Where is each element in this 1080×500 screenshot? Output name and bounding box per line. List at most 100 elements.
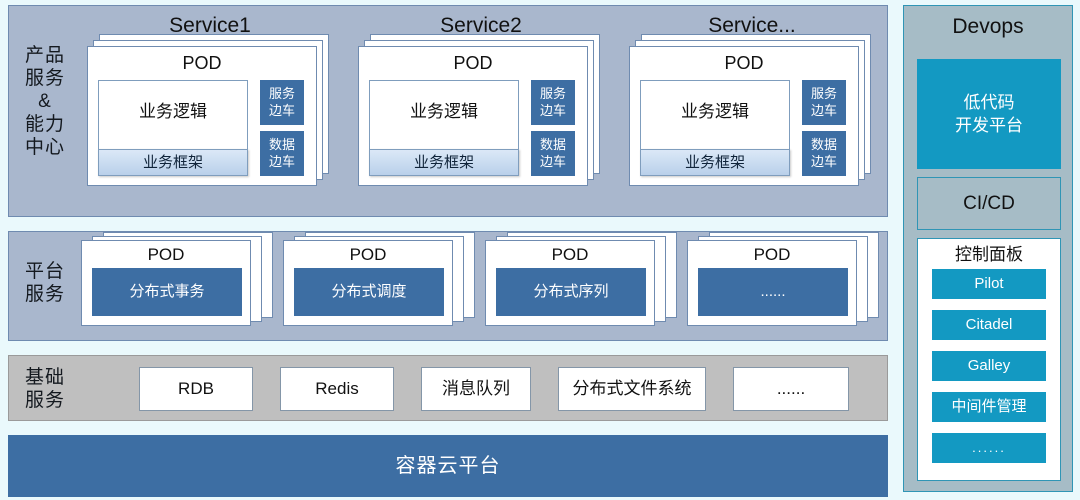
basic-service-dfs[interactable]: 分布式文件系统 (558, 367, 706, 411)
row-basic-services: 基础 服务 RDB Redis 消息队列 分布式文件系统 ...... (8, 355, 888, 421)
row-platform-services: 平台 服务 POD 分布式事务 POD 分布式 (8, 231, 888, 341)
sidecar-label-line: 服务 (810, 86, 837, 101)
platform-pods-container: POD 分布式事务 POD 分布式调度 POD (81, 232, 881, 334)
row-product-service-capability: 产品 服务 & 能力 中心 Service1 POD 业务 (8, 5, 888, 217)
sidecar-label-line: 数据 (539, 137, 566, 152)
business-logic-label: 业务逻辑 (410, 102, 478, 121)
pod-service-label: 分布式序列 (496, 268, 646, 316)
basic-services-container: RDB Redis 消息队列 分布式文件系统 ...... (81, 367, 881, 411)
control-item-middleware[interactable]: 中间件管理 (932, 392, 1046, 422)
sidecar-label-line: 边车 (810, 154, 837, 169)
control-panel-items: Pilot Citadel Galley 中间件管理 ...... (932, 269, 1046, 474)
pod-card-stack: POD 业务逻辑 业务框架 服务 边车 (629, 34, 871, 186)
low-code-label-line: 开发平台 (955, 116, 1023, 135)
sidecar-label-line: 边车 (539, 154, 566, 169)
row-label-products: 产品 服务 & 能力 中心 (17, 44, 73, 159)
control-item-more[interactable]: ...... (932, 433, 1046, 463)
pod-title: POD (453, 53, 493, 73)
sidecar-label-line: 边车 (539, 103, 566, 118)
low-code-platform-block[interactable]: 低代码 开发平台 (917, 59, 1061, 169)
row-label-line: 能力 (24, 114, 65, 135)
pod-card[interactable]: POD 分布式事务 (81, 240, 251, 326)
row-label-line: 服务 (24, 390, 65, 411)
row-label-line: & (38, 91, 52, 112)
service-title: Service... (708, 14, 796, 37)
pod-title: POD (753, 245, 791, 264)
row-label-line: 基础 (24, 367, 65, 388)
basic-service-more[interactable]: ...... (733, 367, 849, 411)
control-panel-title: 控制面板 (955, 245, 1023, 264)
pod-title: POD (551, 245, 589, 264)
basic-service-redis[interactable]: Redis (280, 367, 394, 411)
pod-card-stack: POD 业务逻辑 业务框架 服务 边车 (358, 34, 600, 186)
business-framework-bar: 业务框架 (640, 149, 790, 176)
business-logic-label: 业务逻辑 (681, 102, 749, 121)
control-item-pilot[interactable]: Pilot (932, 269, 1046, 299)
sidecar-label-line: 数据 (268, 137, 295, 152)
row-label-line: 产品 (24, 45, 65, 66)
business-framework-bar: 业务框架 (369, 149, 519, 176)
control-item-citadel[interactable]: Citadel (932, 310, 1046, 340)
platform-pod-4[interactable]: POD ...... (687, 232, 879, 334)
pod-service-label: ...... (698, 268, 848, 316)
service-block-1[interactable]: Service1 POD 业务逻辑 业务框架 服 (81, 12, 339, 210)
cicd-block[interactable]: CI/CD (917, 177, 1061, 230)
control-item-galley[interactable]: Galley (932, 351, 1046, 381)
platform-pod-1[interactable]: POD 分布式事务 (81, 232, 273, 334)
platform-pod-2[interactable]: POD 分布式调度 (283, 232, 475, 334)
row-label-line: 服务 (24, 284, 65, 305)
service-sidecar-box[interactable]: 服务 边车 (802, 80, 846, 125)
service-sidecar-box[interactable]: 服务 边车 (531, 80, 575, 125)
basic-service-mq[interactable]: 消息队列 (421, 367, 531, 411)
sidecar-label-line: 数据 (810, 137, 837, 152)
row-label-line: 平台 (24, 261, 65, 282)
sidecar-label-line: 边车 (268, 103, 295, 118)
service-blocks-container: Service1 POD 业务逻辑 业务框架 服 (81, 12, 881, 212)
pod-card[interactable]: POD 业务逻辑 业务框架 服务 边车 (358, 46, 588, 186)
service-title: Service2 (440, 14, 522, 37)
pod-title: POD (147, 245, 185, 264)
sidecar-column: 服务 边车 数据 边车 (802, 80, 846, 182)
pod-card[interactable]: POD ...... (687, 240, 857, 326)
pod-inner-box: 业务逻辑 业务框架 (369, 80, 519, 176)
pod-service-label: 分布式调度 (294, 268, 444, 316)
pod-service-label: 分布式事务 (92, 268, 242, 316)
devops-panel: Devops 低代码 开发平台 CI/CD 控制面板 Pilot Citadel… (903, 5, 1073, 492)
basic-service-rdb[interactable]: RDB (139, 367, 253, 411)
sidecar-label-line: 服务 (539, 86, 566, 101)
row-label-line: 服务 (24, 68, 65, 89)
service-block-2[interactable]: Service2 POD 业务逻辑 业务框架 服 (352, 12, 610, 210)
service-title: Service1 (169, 14, 251, 37)
pod-card-stack: POD 业务逻辑 业务框架 服务 边车 (87, 34, 329, 186)
data-sidecar-box[interactable]: 数据 边车 (260, 131, 304, 176)
pod-title: POD (724, 53, 764, 73)
business-logic-label: 业务逻辑 (139, 102, 207, 121)
platform-pod-3[interactable]: POD 分布式序列 (485, 232, 677, 334)
devops-title: Devops (952, 15, 1024, 38)
platform-stack-column: 产品 服务 & 能力 中心 Service1 POD 业务 (8, 5, 888, 497)
service-block-3[interactable]: Service... POD 业务逻辑 业务框架 (623, 12, 881, 210)
control-panel-box: 控制面板 Pilot Citadel Galley 中间件管理 ...... (917, 238, 1061, 481)
sidecar-label-line: 边车 (810, 103, 837, 118)
pod-card[interactable]: POD 分布式序列 (485, 240, 655, 326)
row-label-basic: 基础 服务 (17, 366, 73, 412)
service-sidecar-box[interactable]: 服务 边车 (260, 80, 304, 125)
sidecar-column: 服务 边车 数据 边车 (260, 80, 304, 182)
pod-card[interactable]: POD 分布式调度 (283, 240, 453, 326)
data-sidecar-box[interactable]: 数据 边车 (802, 131, 846, 176)
pod-inner-box: 业务逻辑 业务框架 (640, 80, 790, 176)
pod-card[interactable]: POD 业务逻辑 业务框架 服务 边车 (629, 46, 859, 186)
container-cloud-platform-bar[interactable]: 容器云平台 (8, 435, 888, 497)
business-framework-bar: 业务框架 (98, 149, 248, 176)
row-label-line: 中心 (24, 137, 65, 158)
low-code-label-line: 低代码 (963, 93, 1015, 112)
pod-title: POD (349, 245, 387, 264)
pod-card[interactable]: POD 业务逻辑 业务框架 服务 边车 (87, 46, 317, 186)
data-sidecar-box[interactable]: 数据 边车 (531, 131, 575, 176)
pod-title: POD (182, 53, 222, 73)
row-label-platform: 平台 服务 (17, 260, 73, 306)
sidecar-label-line: 边车 (268, 154, 295, 169)
sidecar-label-line: 服务 (268, 86, 295, 101)
pod-inner-box: 业务逻辑 业务框架 (98, 80, 248, 176)
